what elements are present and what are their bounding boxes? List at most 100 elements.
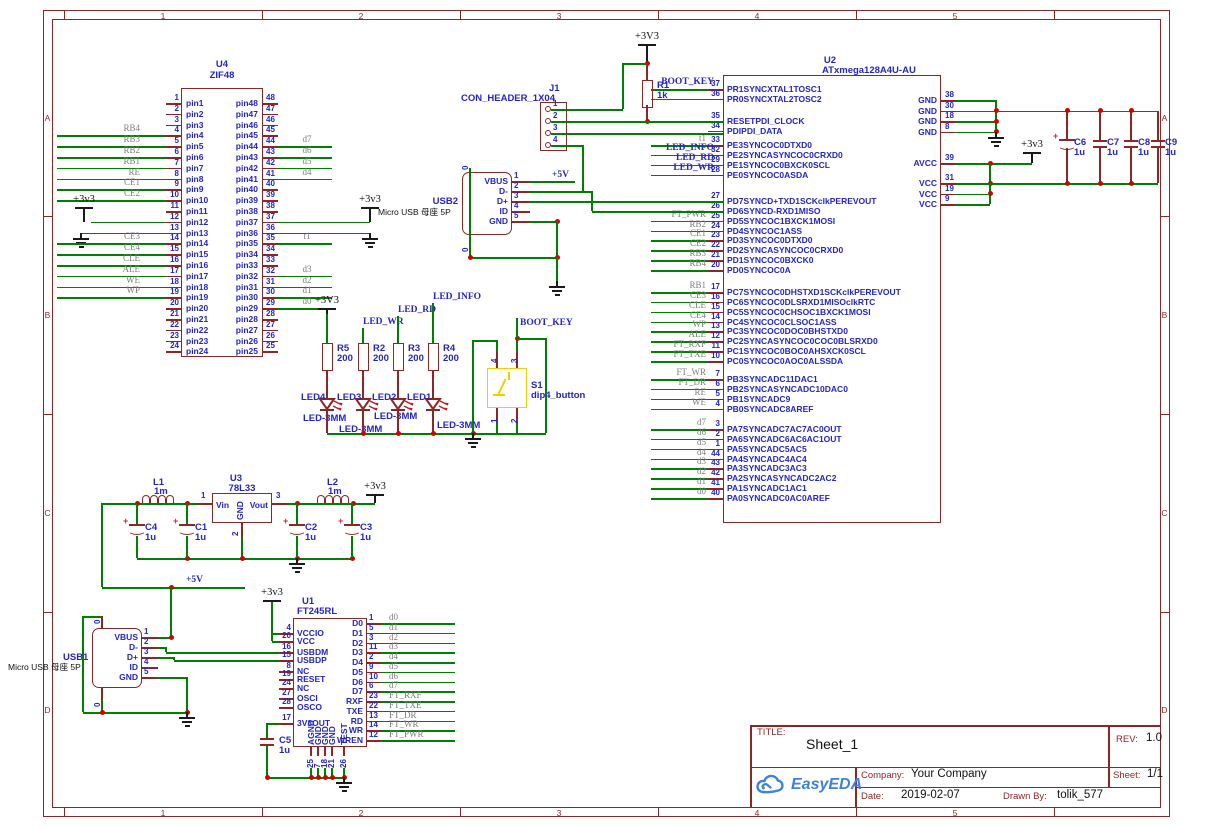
s1-wire[interactable] [516,338,518,352]
j1-p4-wire[interactable] [551,145,583,147]
l2-winding[interactable] [325,495,333,503]
u1-3v3out-wire[interactable] [267,723,279,725]
u1-gnd-wire[interactable] [317,768,319,777]
r2-value[interactable]: 200 [373,353,389,364]
u1-power-wire[interactable] [272,633,279,635]
u2-vcc-wire[interactable] [956,204,990,206]
c8-value[interactable]: 1u [1138,147,1150,158]
net-wire-d7[interactable] [278,146,332,148]
net-label-d3[interactable]: d3 [302,263,312,274]
r1-value[interactable]: 1k [657,90,668,101]
reg-in-wire[interactable] [102,503,198,505]
u2-net-wire[interactable] [651,164,708,167]
u1-gnd-wire[interactable] [343,768,345,777]
u1-ref[interactable]: U1 [302,596,315,607]
led-res-wire[interactable] [432,303,434,343]
s1-wire[interactable] [516,424,518,433]
led-value-LED3[interactable]: LED-3MM [339,424,383,435]
net-label-d4[interactable]: d4 [302,166,312,177]
net-wire-RB3[interactable] [57,146,166,148]
net-label-FT_PWR[interactable]: FT_PWR [389,729,424,739]
net-label-ALE[interactable]: ALE [122,263,141,274]
c5-plate-top[interactable] [260,738,274,740]
net-label-d4[interactable]: d4 [389,651,398,661]
usb2-body[interactable] [462,172,512,235]
usb2-desc[interactable]: Micro USB 母座 5P [378,207,451,217]
s1-wire[interactable] [473,340,497,342]
net-wire-d3[interactable] [381,652,455,654]
c1-value[interactable]: 1u [195,532,207,543]
usb1-ref[interactable]: USB1 [63,652,89,663]
led-ref-LED2[interactable]: LED2 [372,392,397,403]
led-power-label[interactable]: +3V3 [314,295,340,306]
net-label-d7[interactable]: d7 [389,680,398,691]
net-label-WE[interactable]: WE [692,396,706,407]
net-wire-d3[interactable] [278,275,332,278]
p5v-drop[interactable] [170,587,172,637]
u4-value[interactable]: ZIF48 [209,69,235,81]
net-wire-d5[interactable] [278,167,332,170]
c7-plate-top[interactable] [1093,140,1107,142]
net-label-CE2[interactable]: CE2 [689,238,706,249]
net-label-CLE[interactable]: CLE [689,299,706,310]
usb1-gnd-rail[interactable] [83,712,187,714]
net-wire-FT_RXF[interactable] [381,701,455,703]
net-label-CE4[interactable]: CE4 [689,309,706,320]
r5-body[interactable] [321,343,333,371]
c1-ref[interactable]: C1 [195,522,208,533]
bypass-bottom-rail[interactable] [990,183,1158,185]
led-ref-LED1[interactable]: LED1 [407,392,432,403]
l2-value[interactable]: 1m [328,486,342,497]
u2-value[interactable]: ATxmega128A4U-AU [822,65,916,76]
bypass-top-rail[interactable] [996,110,1158,113]
net-wire-WP[interactable] [57,297,166,299]
net-label-FT_WR[interactable]: FT_WR [389,719,419,730]
cap-lead[interactable] [296,536,298,558]
usb1-desc[interactable]: Micro USB 母座 5P [8,662,81,672]
company-value[interactable]: Your Company [911,768,987,780]
usb2-shell-wire[interactable] [469,168,471,257]
led-cathode-rail[interactable] [327,433,546,435]
net-label-d6[interactable]: d6 [302,145,312,155]
r1-ref[interactable]: R1 [657,80,670,91]
net-label-+5V[interactable]: +5V [552,170,570,180]
net-label-RE[interactable]: RE [128,166,140,177]
net-label-d2[interactable]: d2 [697,466,706,477]
net-wire-RB4[interactable] [57,135,166,137]
r4-body[interactable] [427,343,439,371]
power-wire[interactable] [278,221,370,224]
s1-value[interactable]: dip4_button [531,390,586,401]
j1-pin-pad[interactable] [545,142,551,148]
led-ref-LED4[interactable]: LED4 [301,392,326,403]
u2-net-wire[interactable] [651,360,708,363]
reg-out-power-label[interactable]: +3v3 [364,481,386,492]
sheet-value[interactable]: 1/1 [1147,768,1163,780]
c6-value[interactable]: 1u [1074,147,1086,158]
u2-body[interactable] [723,75,941,523]
led-value-LED4[interactable]: LED-3MM [303,413,347,424]
c5-value[interactable]: 1u [279,745,291,756]
c2-ref[interactable]: C2 [305,522,318,533]
c7-value[interactable]: 1u [1107,147,1119,158]
usb2-gnd-wire[interactable] [530,221,557,223]
u3-body[interactable] [212,493,272,523]
u3-ref[interactable]: U3 [229,473,243,484]
net-label-FT_RXF[interactable]: FT_RXF [389,690,422,700]
c3-ref[interactable]: C3 [360,522,373,533]
u2-net-wire[interactable] [651,438,708,441]
net-label-ALE[interactable]: ALE [688,329,707,340]
j1-pin-pad[interactable] [545,106,551,112]
net-label-d3[interactable]: d3 [389,641,398,652]
l1-value[interactable]: 1m [154,486,168,497]
u1-gnd-wire[interactable] [310,768,312,777]
l1-ref[interactable]: L1 [153,477,165,488]
net-label-t1[interactable]: t1 [303,231,311,242]
cap-lead[interactable] [296,503,298,524]
led-res-wire[interactable] [326,314,328,343]
net-label-+5V[interactable]: +5V [186,575,204,585]
r1-body[interactable] [641,80,653,108]
date-value[interactable]: 2019-02-07 [901,789,960,801]
s1-wire[interactable] [545,338,547,433]
net-label-FT_DR[interactable]: FT_DR [389,709,417,720]
net-label-RB4[interactable]: RB4 [689,257,706,268]
